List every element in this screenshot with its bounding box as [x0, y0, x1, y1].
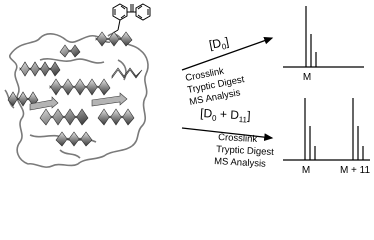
figure-canvas: [D0] Crosslink Tryptic Digest MS Analysi… [4, 3, 371, 176]
bottom-reagent-label: [D0 + D11] [200, 106, 251, 125]
bottom-arrow [181, 127, 274, 142]
bottom-peak-label-2: M + 11 [340, 165, 371, 176]
top-arrow [181, 36, 274, 71]
top-spectrum [283, 6, 364, 68]
bottom-spectrum [283, 98, 370, 161]
bottom-step-ms: MS Analysis [214, 156, 266, 170]
protein-ribbon-structure-icon [4, 31, 149, 168]
bottom-peak-label-1: M [302, 165, 310, 176]
top-peak-label: M [303, 72, 311, 83]
bottom-step-digest: Tryptic Digest [216, 144, 275, 158]
bottom-step-crosslink: Crosslink [218, 132, 258, 145]
top-reagent-label: [D0] [208, 34, 230, 53]
benzophenone-structure-icon [107, 3, 151, 37]
